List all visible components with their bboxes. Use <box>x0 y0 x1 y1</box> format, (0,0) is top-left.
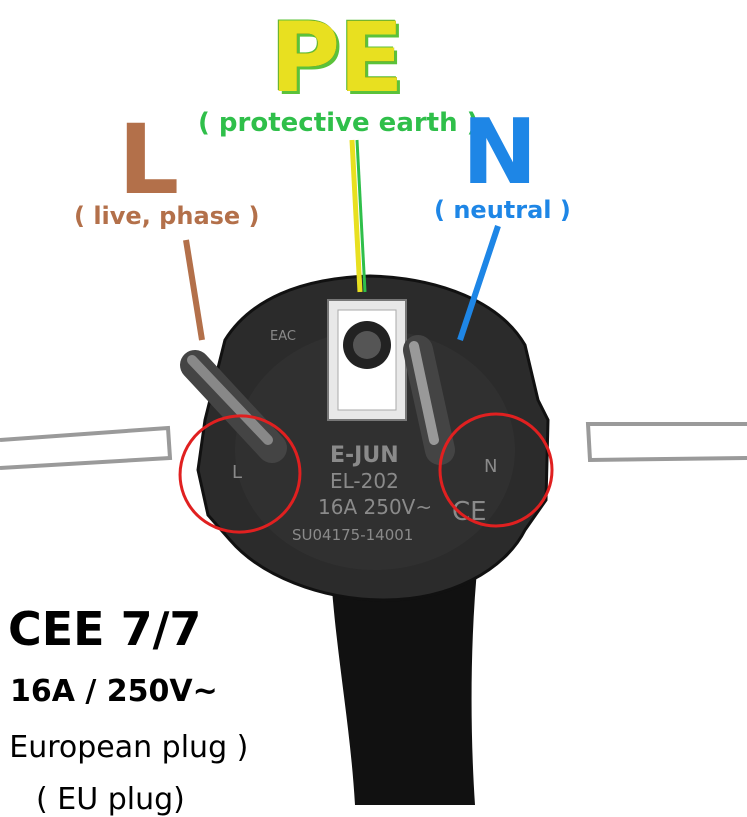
plug-cable <box>330 560 478 805</box>
right-outline-shape <box>585 422 747 463</box>
plug-left-mark: L <box>232 462 242 483</box>
neutral-leader-line <box>457 225 501 341</box>
earth-socket-hole-inner <box>353 331 381 359</box>
neutral-highlight-circle <box>438 412 554 528</box>
live-leader-line <box>183 239 205 341</box>
neutral-pin <box>403 335 455 465</box>
live-sublabel: ( live, phase ) <box>74 202 260 230</box>
pe-label: PE <box>270 2 404 114</box>
earth-leader-line-yellow <box>349 139 363 293</box>
plug-brand: E-JUN <box>330 443 399 468</box>
pe-sublabel: ( protective earth ) <box>198 108 479 138</box>
plug-eu-caption: ( EU plug) <box>36 782 185 817</box>
plug-eac-mark: EAC <box>270 329 296 344</box>
plug-model: EL-202 <box>330 469 399 493</box>
plug-standard-title: CEE 7/7 <box>8 602 202 656</box>
plug-type-caption: ( European plug ) <box>0 730 249 765</box>
plug-rating: 16A 250V~ <box>318 495 432 519</box>
neutral-sublabel: ( neutral ) <box>434 196 571 224</box>
live-pin <box>180 350 287 463</box>
plug-right-mark: N <box>484 456 497 477</box>
left-outline-shape <box>0 425 173 470</box>
earth-leader-line-green <box>355 139 367 293</box>
plug-cert: SU04175-14001 <box>292 526 413 544</box>
neutral-label: N <box>462 100 538 205</box>
live-highlight-circle <box>178 414 302 534</box>
plug-rating-caption: 16A / 250V~ <box>10 674 218 709</box>
plug-face-shading <box>235 330 515 570</box>
live-label: L <box>118 104 180 216</box>
